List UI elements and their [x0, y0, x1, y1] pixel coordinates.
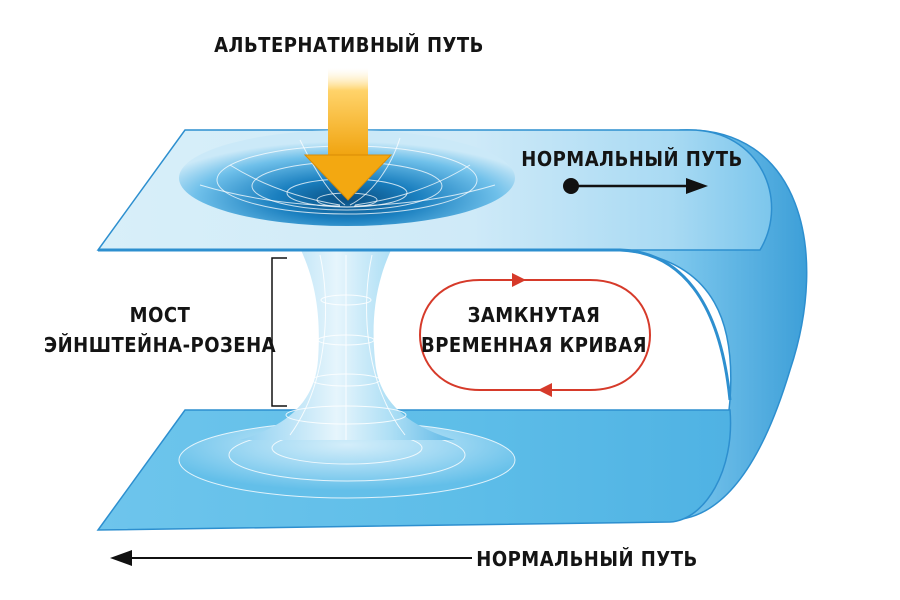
- bridge-label-line2: ЭЙНШТЕЙНА-РОЗЕНА: [44, 333, 276, 357]
- bottom-normal-path-arrow: [110, 550, 472, 566]
- throat-grid-lines: [285, 254, 407, 440]
- loop-label-line2: ВРЕМЕННАЯ КРИВАЯ: [421, 333, 647, 357]
- top-normal-path-arrow: [563, 178, 708, 194]
- wormhole-throat: [240, 248, 455, 440]
- alternative-path-label: АЛЬТЕРНАТИВНЫЙ ПУТЬ: [214, 33, 484, 57]
- loop-arrow-bottom-icon: [538, 383, 552, 397]
- top-sheet-edge: [98, 248, 732, 401]
- loop-label-line1: ЗАМКНУТАЯ: [468, 303, 601, 327]
- bridge-bracket: [271, 257, 287, 407]
- bottom-normal-path-label: НОРМАЛЬНЫЙ ПУТЬ: [476, 547, 697, 571]
- loop-arrow-top-icon: [512, 273, 526, 287]
- closed-timelike-curve: [419, 273, 651, 397]
- bridge-label-line1: МОСТ: [130, 303, 191, 327]
- top-normal-path-label: НОРМАЛЬНЫЙ ПУТЬ: [521, 147, 742, 171]
- alternative-path-arrow: [303, 68, 393, 201]
